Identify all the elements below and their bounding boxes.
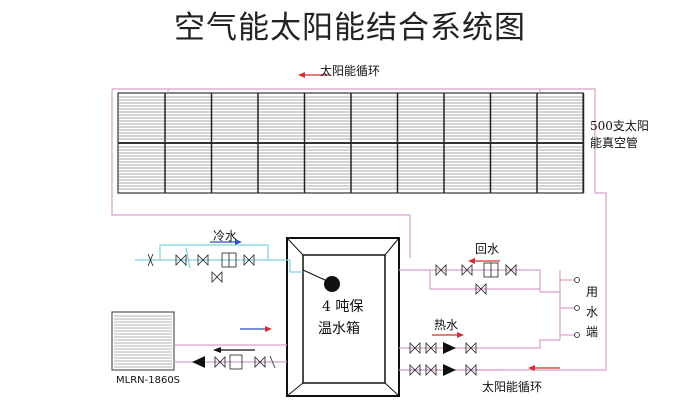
hot-water-pumps [443, 342, 456, 376]
label-tank-line1: 4 吨保 [322, 299, 364, 315]
label-cold-water: 冷水 [213, 229, 238, 243]
hot-water-valves [409, 342, 477, 376]
diagram-title: 空气能太阳能结合系统图 [174, 10, 526, 46]
label-usage-end: 用水端 [585, 285, 598, 339]
return-water-valves [435, 262, 580, 338]
label-tubes-line2: 能真空管 [590, 136, 639, 150]
label-solar-loop-top: 太阳能循环 [320, 64, 381, 78]
label-hot-water: 热水 [434, 318, 459, 332]
solar-loop-piping [111, 88, 607, 371]
label-solar-loop-bottom: 太阳能循环 [482, 380, 543, 394]
cold-water-valves [147, 252, 255, 283]
heat-pump-circulation-pump [192, 356, 205, 368]
storage-tank [286, 237, 400, 397]
label-tubes-line1: 500支太阳 [590, 119, 649, 133]
label-heat-pump-model: MLRN-1860S [116, 375, 181, 386]
return-water-pipe [399, 269, 575, 340]
flow-arrows [210, 72, 560, 371]
heat-pump-piping [174, 344, 287, 363]
heat-pump-valves [214, 354, 276, 370]
label-return-water: 回水 [475, 242, 500, 256]
cold-water-pipe [135, 244, 303, 273]
heat-pump-unit [111, 311, 175, 371]
label-tank-line2: 温水箱 [318, 321, 360, 337]
hot-water-pipe [399, 339, 560, 371]
